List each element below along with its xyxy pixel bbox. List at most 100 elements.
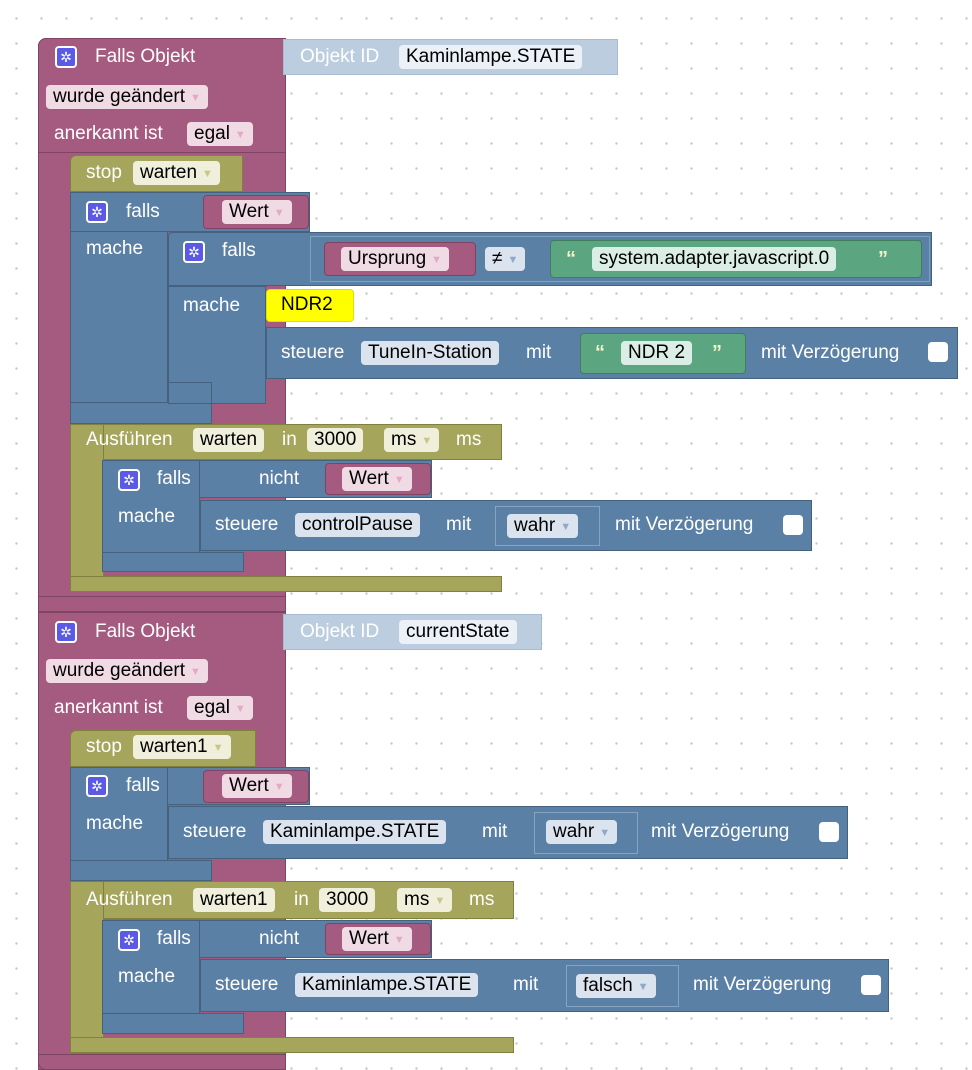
event2-ack-label: anerkannt ist xyxy=(54,697,163,718)
event2-object-id-field[interactable]: currentState xyxy=(399,620,517,644)
event1-if-value: Wert xyxy=(229,201,269,222)
event2-timeout-unit-dropdown[interactable]: ms ▼ xyxy=(397,888,453,912)
open-quote-icon: “ xyxy=(595,342,605,364)
event1-ack-dropdown[interactable]: egal▼ xyxy=(187,122,253,146)
event2-timeout-unit-value: ms xyxy=(404,889,430,910)
event1-control2-target[interactable]: controlPause xyxy=(295,513,420,537)
chevron-down-icon: ▼ xyxy=(431,254,443,266)
event1-control2-with: mit xyxy=(446,514,472,535)
event2-stop-timer-dropdown[interactable]: warten1 ▼ xyxy=(133,735,231,759)
gear-icon[interactable]: ✲ xyxy=(55,46,77,68)
event2-timeout-footer xyxy=(70,1037,514,1053)
event1-control1-with: mit xyxy=(526,342,552,363)
gear-icon[interactable]: ✲ xyxy=(118,929,140,951)
event1-control1-string-block[interactable] xyxy=(580,333,746,374)
event1-comment-text: NDR2 xyxy=(281,294,333,315)
event2-control2-delay-label: mit Verzögerung xyxy=(693,974,832,995)
event2-control1-delay-checkbox[interactable] xyxy=(819,822,839,842)
event2-control2-bool-dropdown[interactable]: falsch▼ xyxy=(576,974,656,998)
event2-control2-target[interactable]: Kaminlampe.STATE xyxy=(295,973,479,997)
event1-control1-string-field[interactable]: NDR 2 xyxy=(621,341,693,365)
gear-icon[interactable]: ✲ xyxy=(55,621,77,643)
event2-control1-label: steuere xyxy=(183,821,247,842)
event2-timeout-name-field[interactable]: warten1 xyxy=(193,888,275,912)
event1-compare-operator-dropdown[interactable]: ≠▼ xyxy=(485,247,526,271)
event-block-1-bottom xyxy=(38,596,286,612)
event1-ack-label: anerkannt ist xyxy=(54,123,163,144)
chevron-down-icon: ▼ xyxy=(421,435,433,447)
event1-else-if-footer xyxy=(102,552,244,572)
close-quote-icon: ” xyxy=(878,248,888,270)
gear-icon[interactable]: ✲ xyxy=(86,775,108,797)
event1-trigger-value: wurde geändert xyxy=(53,86,186,107)
chevron-down-icon: ▼ xyxy=(234,703,246,715)
event1-timeout-in: in xyxy=(282,429,297,450)
event1-if-footer xyxy=(70,402,212,424)
event1-control2-label: steuere xyxy=(215,514,279,535)
gear-icon[interactable]: ✲ xyxy=(118,469,140,491)
event2-stop-timer-value: warten1 xyxy=(140,736,208,757)
gear-icon[interactable]: ✲ xyxy=(183,241,205,263)
chevron-down-icon: ▼ xyxy=(190,92,201,104)
event1-control2-bool-dropdown[interactable]: wahr▼ xyxy=(507,514,579,538)
event1-control1-target[interactable]: TuneIn-Station xyxy=(361,341,499,365)
chevron-down-icon: ▼ xyxy=(273,207,285,219)
event1-inner-if-footer xyxy=(168,382,212,404)
event1-control2-delay-checkbox[interactable] xyxy=(783,515,803,535)
chevron-down-icon: ▼ xyxy=(202,168,213,180)
event2-if-value-dropdown[interactable]: Wert▼ xyxy=(222,774,292,798)
event2-title: Falls Objekt xyxy=(95,621,196,642)
event2-control1-target[interactable]: Kaminlampe.STATE xyxy=(263,820,447,844)
event1-else-if-label: falls xyxy=(157,468,191,489)
event1-control1-delay-checkbox[interactable] xyxy=(928,342,948,362)
event1-stop-label: stop xyxy=(86,162,122,183)
event1-compare-left-dropdown[interactable]: Ursprung ▼ xyxy=(341,247,450,271)
event1-timeout-footer xyxy=(70,576,502,592)
event2-control1-bool-dropdown[interactable]: wahr▼ xyxy=(546,820,618,844)
event2-control2-label: steuere xyxy=(215,974,279,995)
event-block-2-bottom xyxy=(38,1054,286,1070)
event1-trigger-dropdown[interactable]: wurde geändert ▼ xyxy=(46,85,208,109)
event2-if-do-label: mache xyxy=(86,813,144,834)
event1-timeout-unit-dropdown[interactable]: ms ▼ xyxy=(384,428,440,452)
chevron-down-icon: ▼ xyxy=(393,934,405,946)
event1-control2-delay-label: mit Verzögerung xyxy=(615,514,754,535)
event2-else-if-label: falls xyxy=(157,928,191,949)
chevron-down-icon: ▼ xyxy=(393,474,405,486)
event1-stop-timer-dropdown[interactable]: warten▼ xyxy=(133,161,220,185)
chevron-down-icon: ▼ xyxy=(190,666,201,678)
event1-if-value-dropdown[interactable]: Wert ▼ xyxy=(222,200,292,224)
event2-control1-with: mit xyxy=(482,821,508,842)
event1-comment-block[interactable] xyxy=(266,289,354,322)
chevron-down-icon: ▼ xyxy=(560,521,572,533)
event2-timeout-value-field[interactable]: 3000 xyxy=(319,888,376,912)
event2-else-value: Wert xyxy=(349,928,389,949)
event2-control1-bool-block[interactable] xyxy=(534,812,638,854)
event2-trigger-dropdown[interactable]: wurde geändert▼ xyxy=(46,659,208,683)
chevron-down-icon: ▼ xyxy=(434,895,446,907)
event1-object-id-field[interactable]: Kaminlampe.STATE xyxy=(399,45,583,69)
event1-timeout-name-field[interactable]: warten xyxy=(193,428,265,452)
event2-control1-bool-value: wahr xyxy=(553,821,595,842)
event2-else-value-dropdown[interactable]: Wert ▼ xyxy=(342,927,412,951)
event1-timeout-unit-value: ms xyxy=(391,429,417,450)
close-quote-icon: ” xyxy=(712,342,722,364)
event1-timeout-value-field[interactable]: 3000 xyxy=(307,428,364,452)
event1-control1-delay-label: mit Verzögerung xyxy=(761,342,900,363)
event1-compare-string-field[interactable]: system.adapter.javascript.0 xyxy=(592,247,837,271)
event2-ack-dropdown[interactable]: egal▼ xyxy=(187,696,253,720)
event1-timeout-body xyxy=(70,424,104,592)
event1-else-value-dropdown[interactable]: Wert ▼ xyxy=(342,467,412,491)
event1-else-value: Wert xyxy=(349,468,389,489)
event1-compare-left-value: Ursprung xyxy=(348,248,427,269)
chevron-down-icon: ▼ xyxy=(637,981,649,993)
event1-inner-if-do-label: mache xyxy=(183,295,241,316)
event1-compare-operator: ≠ xyxy=(492,248,503,269)
event1-ack-value: egal xyxy=(194,123,230,144)
event1-else-not-label: nicht xyxy=(259,468,300,489)
gear-icon[interactable]: ✲ xyxy=(86,201,108,223)
event2-control2-delay-checkbox[interactable] xyxy=(861,975,881,995)
event1-if-do-label: mache xyxy=(86,238,144,259)
event2-if-label: falls xyxy=(126,775,160,796)
chevron-down-icon: ▼ xyxy=(212,742,224,754)
